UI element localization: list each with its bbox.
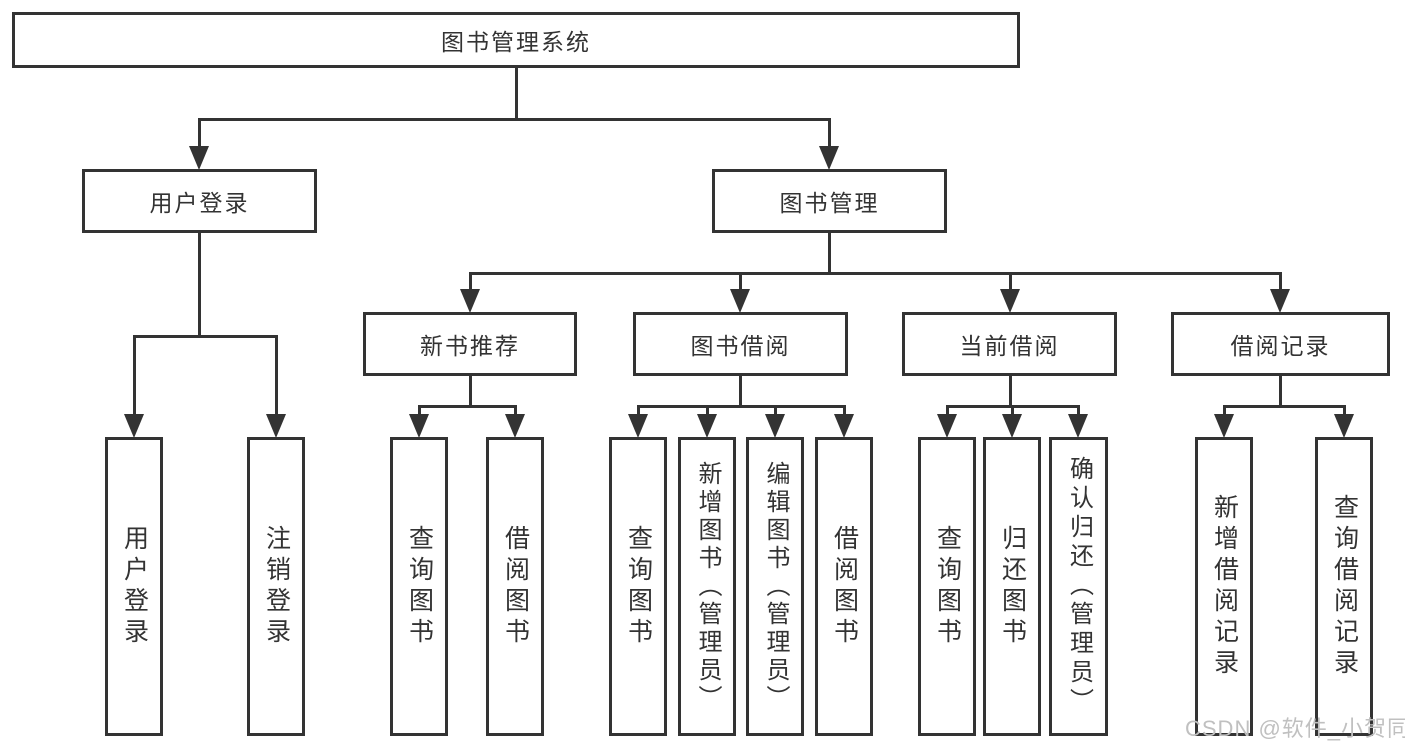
- connector-leaf-drop: [1223, 405, 1226, 417]
- node-label: 借阅记录: [1230, 333, 1331, 359]
- leaf-label: 新增借阅记录: [1210, 493, 1239, 680]
- arrowhead-icon: [1214, 414, 1234, 438]
- arrowhead-icon: [1000, 289, 1020, 313]
- node-label: 图书管理系统: [441, 29, 591, 55]
- connector-root-stem: [515, 67, 518, 120]
- connector-drop-book-management: [828, 118, 831, 148]
- arrowhead-icon: [1334, 414, 1354, 438]
- node-user-login: 用户登录: [82, 169, 317, 233]
- leaf-label: 查询图书: [933, 524, 962, 649]
- node-book-management: 图书管理: [712, 169, 947, 233]
- leaf-confirm-return-admin: 确认归还（管理员）: [1049, 437, 1108, 736]
- connector-leaf-drop: [1011, 405, 1014, 417]
- connector-leaf-drop: [1343, 405, 1346, 417]
- node-library-management-system: 图书管理系统: [12, 12, 1020, 68]
- leaf-logout: 注销登录: [247, 437, 305, 736]
- arrowhead-icon: [765, 414, 785, 438]
- connector-drop-current-borrowing: [1009, 272, 1012, 292]
- node-new-book-recommendation: 新书推荐: [363, 312, 577, 376]
- leaf-label: 查询借阅记录: [1330, 493, 1359, 680]
- leaf-query-borrow-record: 查询借阅记录: [1315, 437, 1373, 736]
- leaf-borrow-books-borrowing: 借阅图书: [815, 437, 873, 736]
- leaf-user-login: 用户登录: [105, 437, 163, 736]
- connector-leaf-drop: [706, 405, 709, 417]
- leaf-label: 查询图书: [624, 524, 653, 649]
- connector-bus-borrowing-records: [1223, 405, 1346, 408]
- connector-leaf-drop: [843, 405, 846, 417]
- node-label: 图书管理: [779, 190, 880, 216]
- arrowhead-icon: [628, 414, 648, 438]
- leaf-label: 注销登录: [262, 524, 291, 649]
- connector-book-management-stem: [828, 231, 831, 275]
- connector-drop-leaf-logout: [275, 335, 278, 415]
- connector-drop-borrowing-records: [1279, 272, 1282, 292]
- arrowhead-icon: [460, 289, 480, 313]
- arrowhead-icon: [1068, 414, 1088, 438]
- connector-leaf-drop: [418, 405, 421, 417]
- leaf-label: 编辑图书（管理员）: [762, 460, 789, 713]
- connector-bus-level2: [469, 272, 1282, 275]
- arrowhead-icon: [1270, 289, 1290, 313]
- connector-leaf-drop: [946, 405, 949, 417]
- arrowhead-icon: [697, 414, 717, 438]
- node-label: 用户登录: [149, 190, 250, 216]
- node-current-borrowing: 当前借阅: [902, 312, 1117, 376]
- connector-drop-book-borrowing: [739, 272, 742, 292]
- connector-leaf-drop: [774, 405, 777, 417]
- leaf-return-books: 归还图书: [983, 437, 1041, 736]
- arrowhead-icon: [1002, 414, 1022, 438]
- node-book-borrowing: 图书借阅: [633, 312, 848, 376]
- arrowhead-icon: [124, 414, 144, 438]
- connector-bus-level1: [198, 118, 831, 121]
- leaf-label: 查询图书: [405, 524, 434, 649]
- arrowhead-icon: [266, 414, 286, 438]
- connector-drop-user-login: [198, 118, 201, 148]
- connector-new-book-stem: [469, 374, 472, 408]
- connector-current-borrowing-stem: [1009, 374, 1012, 408]
- leaf-label: 确认归还（管理员）: [1065, 456, 1093, 717]
- arrowhead-icon: [189, 146, 209, 170]
- arrowhead-icon: [505, 414, 525, 438]
- connector-bus-user-login: [133, 335, 278, 338]
- connector-leaf-drop: [514, 405, 517, 417]
- leaf-add-book-admin: 新增图书（管理员）: [678, 437, 736, 736]
- arrowhead-icon: [834, 414, 854, 438]
- connector-bus-new-book: [418, 405, 517, 408]
- leaf-query-books-borrowing: 查询图书: [609, 437, 667, 736]
- arrowhead-icon: [730, 289, 750, 313]
- node-label: 图书借阅: [690, 333, 791, 359]
- connector-leaf-drop: [1077, 405, 1080, 417]
- arrowhead-icon: [409, 414, 429, 438]
- leaf-add-borrow-record: 新增借阅记录: [1195, 437, 1253, 736]
- connector-bus-book-borrowing: [637, 405, 846, 408]
- connector-drop-new-book: [469, 272, 472, 292]
- leaf-label: 新增图书（管理员）: [694, 460, 721, 713]
- node-label: 当前借阅: [959, 333, 1060, 359]
- leaf-label: 借阅图书: [501, 524, 530, 649]
- connector-borrowing-records-stem: [1279, 374, 1282, 408]
- leaf-label: 归还图书: [998, 524, 1027, 649]
- connector-leaf-drop: [637, 405, 640, 417]
- connector-user-login-stem: [198, 231, 201, 337]
- node-label: 新书推荐: [420, 333, 520, 359]
- arrowhead-icon: [819, 146, 839, 170]
- leaf-borrow-books-recommend: 借阅图书: [486, 437, 544, 736]
- csdn-watermark: CSDN @软件_小贺同学: [1185, 716, 1405, 741]
- leaf-label: 借阅图书: [830, 524, 859, 649]
- node-borrowing-records: 借阅记录: [1171, 312, 1390, 376]
- connector-drop-leaf-user-login: [133, 335, 136, 415]
- connector-book-borrowing-stem: [739, 374, 742, 408]
- leaf-label: 用户登录: [120, 524, 149, 649]
- leaf-edit-book-admin: 编辑图书（管理员）: [746, 437, 804, 736]
- leaf-query-books-current: 查询图书: [918, 437, 976, 736]
- arrowhead-icon: [937, 414, 957, 438]
- leaf-query-books-recommend: 查询图书: [390, 437, 448, 736]
